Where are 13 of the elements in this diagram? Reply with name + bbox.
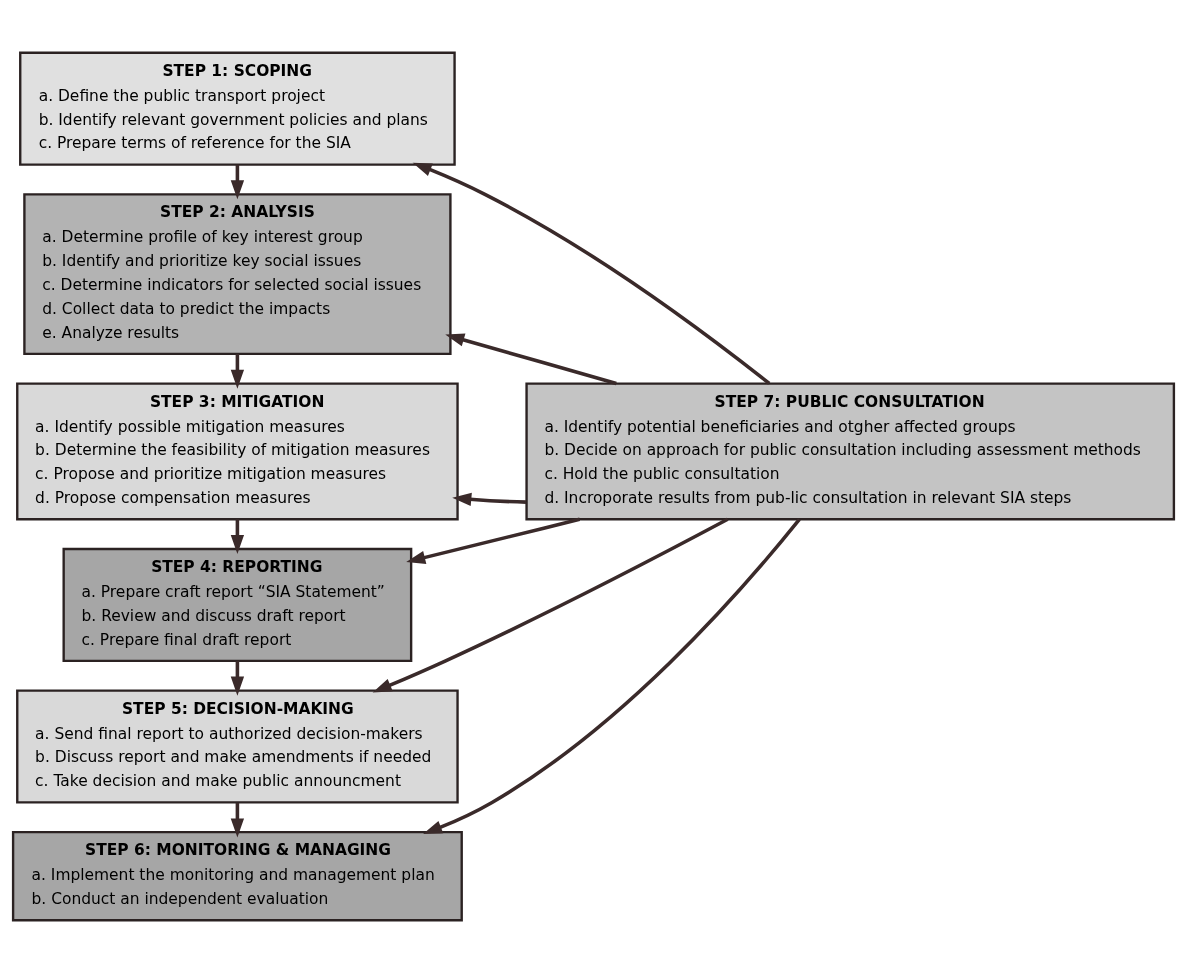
arrow: [445, 333, 617, 386]
node-box: STEP 5: DECISION-MAKING a. Send final report to authorized decision-makers b. Discuss report and make amendments if needed c. Take decision and make public announcment: [16, 689, 459, 804]
arrow: [406, 517, 581, 564]
node-box: STEP 7: PUBLIC CONSULTATION a. Identify potential beneficiaries and otgher affected groups b. Decide on approach for public consultation including assessment methods c. Hold the public consultation d. Incroporate results from pub-lic consultation in relevant SIA steps: [525, 382, 1176, 521]
arrow: [372, 517, 729, 693]
arrow: [412, 162, 771, 385]
arrow: [452, 492, 527, 507]
arrow: [423, 518, 801, 834]
node-box: STEP 6: MONITORING & MANAGING a. Implement the monitoring and management plan b. Conduct an independent evaluation: [11, 831, 463, 922]
node-box: STEP 4: REPORTING a. Prepare craft report “SIA Statement” b. Review and discuss draft report c. Prepare final draft report: [62, 547, 413, 663]
node-box: STEP 1: SCOPING a. Define the public transport project b. Identify relevant government policies and plans c. Prepare terms of reference for the SIA: [19, 51, 456, 166]
node-box: STEP 2: ANALYSIS a. Determine profile of key interest group b. Identify and prioritize key social issues c. Determine indicators for selected social issues d. Collect data to predict the impacts e. Analyze results: [23, 193, 452, 355]
node-box: STEP 3: MITIGATION a. Identify possible mitigation measures b. Determine the feasibility of mitigation measures c. Propose and prioritize mitigation measures d. Propose compensation measures: [16, 382, 459, 521]
